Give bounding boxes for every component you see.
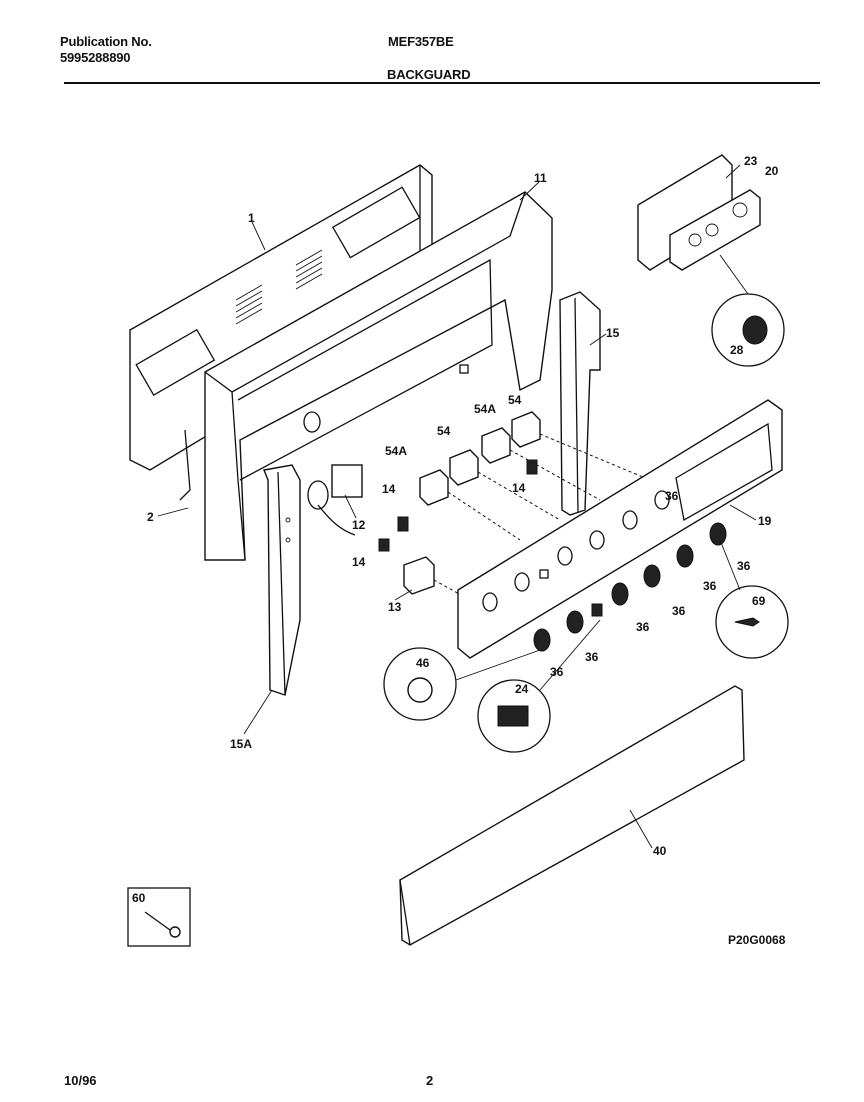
- callout-20: 20: [765, 164, 779, 178]
- part-infinite-switches: [403, 411, 651, 601]
- callout-15: 15: [606, 326, 620, 340]
- callout-54A-b: 54A: [474, 402, 496, 416]
- callout-36-a: 36: [550, 665, 564, 679]
- callout-54A-a: 54A: [385, 444, 407, 458]
- callout-19: 19: [758, 514, 772, 528]
- callout-60: 60: [132, 891, 146, 905]
- callout-36-e: 36: [703, 579, 717, 593]
- part-control-panel: [457, 399, 783, 659]
- model-number: MEF357BE: [388, 34, 454, 49]
- callout-12: 12: [352, 518, 366, 532]
- publication-label: Publication No.: [60, 34, 152, 49]
- part-switches: [378, 459, 538, 552]
- part-clock-timer: [637, 154, 761, 271]
- callout-36-f: 36: [737, 559, 751, 573]
- callout-11: 11: [534, 171, 547, 185]
- callout-36-d: 36: [672, 604, 686, 618]
- part-backguard-frame: [204, 191, 553, 561]
- callout-69: 69: [752, 594, 766, 608]
- callout-28: 28: [730, 343, 744, 357]
- callout-14-c: 14: [512, 481, 526, 495]
- callout-54-a: 54: [437, 424, 451, 438]
- callout-36-g: 36: [665, 489, 679, 503]
- callout-36-b: 36: [585, 650, 599, 664]
- leader-lines: [157, 164, 757, 849]
- part-screw-inset: [127, 887, 191, 947]
- callout-2: 2: [147, 510, 154, 524]
- callout-40: 40: [653, 844, 667, 858]
- callout-54-b: 54: [508, 393, 522, 407]
- drawing-code: P20G0068: [728, 933, 786, 947]
- callout-36-c: 36: [636, 620, 650, 634]
- part-trim-strip: [399, 685, 745, 946]
- part-thermostat: [307, 464, 363, 536]
- part-right-bracket: [559, 291, 601, 516]
- callout-14-b: 14: [352, 555, 366, 569]
- footer-date: 10/96: [64, 1073, 97, 1088]
- part-knobs: [533, 522, 727, 652]
- footer-page-number: 2: [426, 1073, 434, 1088]
- section-title: BACKGUARD: [387, 67, 471, 82]
- callout-23: 23: [744, 154, 758, 168]
- callout-14-a: 14: [382, 482, 396, 496]
- callout-24: 24: [515, 682, 529, 696]
- publication-number: 5995288890: [60, 50, 131, 65]
- callout-15A: 15A: [230, 737, 252, 751]
- callout-46: 46: [416, 656, 430, 670]
- callout-1: 1: [248, 211, 255, 225]
- part-left-bracket: [263, 464, 301, 696]
- callout-13: 13: [388, 600, 402, 614]
- detail-circles: [383, 254, 789, 753]
- header-rule: [64, 82, 820, 84]
